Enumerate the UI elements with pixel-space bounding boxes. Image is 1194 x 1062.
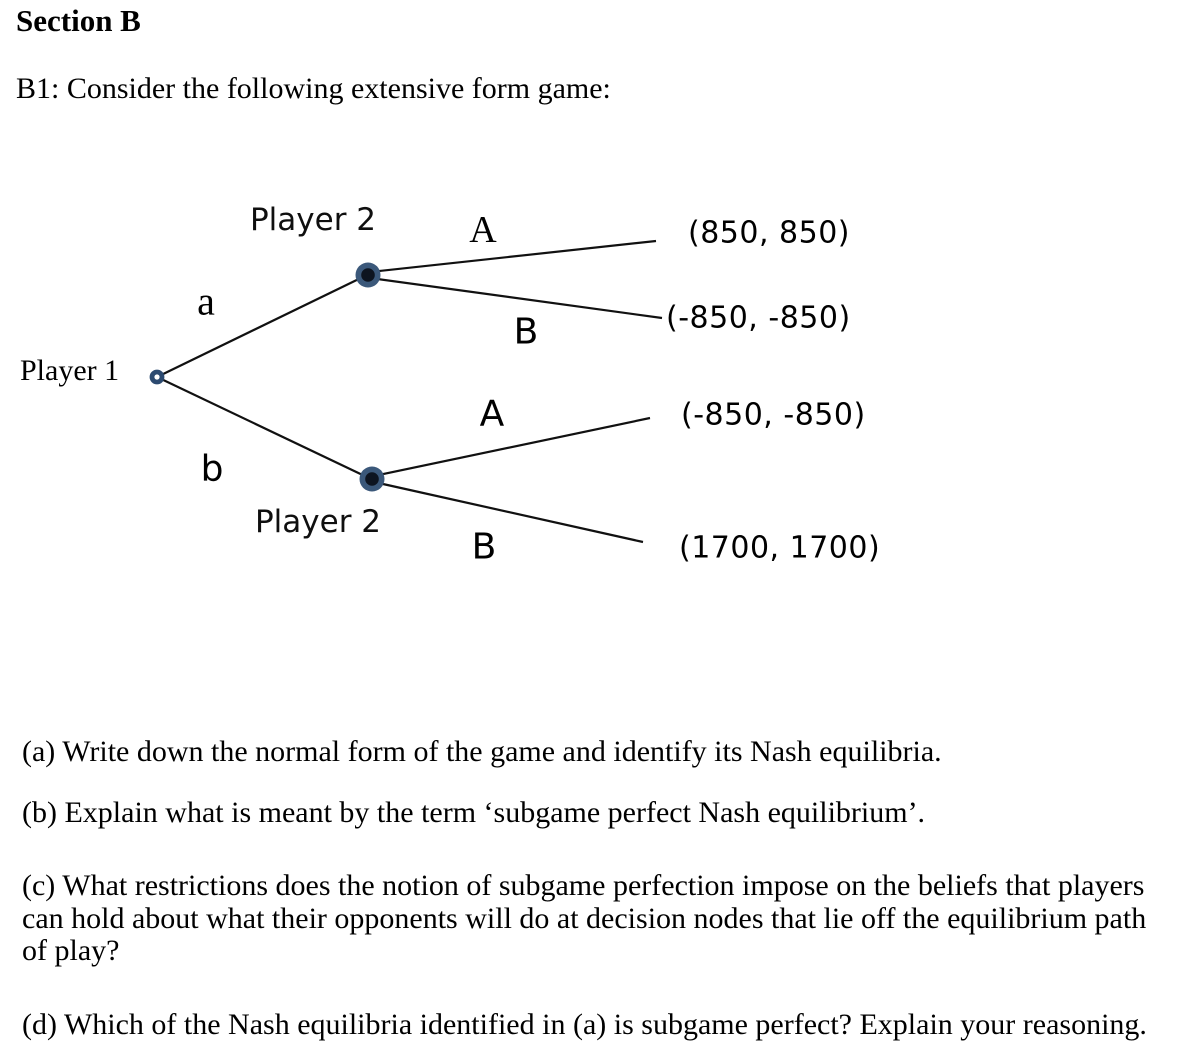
- question-intro: B1: Consider the following extensive for…: [16, 72, 611, 105]
- edge-action-b: [156, 376, 372, 480]
- question-c-line2: can hold about what their opponents will…: [22, 901, 1147, 935]
- payoff-aA: (850, 850): [688, 215, 851, 251]
- action-a-label: a: [197, 278, 215, 324]
- lower-node-player2-core: [365, 472, 379, 486]
- player2-upper-label: Player 2: [249, 202, 377, 238]
- upper-action-B-label: B: [513, 311, 539, 353]
- upper-node-player2-core: [361, 268, 375, 282]
- edge-upper-action-B: [369, 276, 663, 320]
- edge-upper-action-A: [369, 239, 657, 274]
- payoff-aB: (-850, -850): [666, 300, 851, 336]
- question-a: (a) Write down the normal form of the ga…: [22, 735, 942, 768]
- edge-action-a: [156, 274, 368, 378]
- payoff-bA: (-850, -850): [681, 397, 866, 433]
- player2-lower-label: Player 2: [254, 504, 382, 540]
- player1-label: Player 1: [20, 354, 120, 387]
- question-c: (c) What restrictions does the notion of…: [22, 869, 1182, 968]
- question-c-line3: of play?: [22, 934, 120, 967]
- lower-action-B-label: B: [471, 526, 497, 568]
- edge-lower-action-A: [373, 416, 651, 478]
- edge-lower-action-B: [373, 480, 644, 544]
- action-b-label: b: [200, 448, 224, 490]
- lower-action-A-label: A: [479, 393, 505, 435]
- question-b: (b) Explain what is meant by the term ‘s…: [22, 796, 926, 829]
- payoff-bB: (1700, 1700): [679, 530, 881, 566]
- question-c-line1: (c) What restrictions does the notion of…: [22, 869, 1145, 902]
- question-d: (d) Which of the Nash equilibria identif…: [22, 1008, 1147, 1041]
- root-node-player1: [149, 369, 165, 385]
- upper-action-A-label: A: [469, 209, 497, 251]
- section-title: Section B: [16, 3, 141, 38]
